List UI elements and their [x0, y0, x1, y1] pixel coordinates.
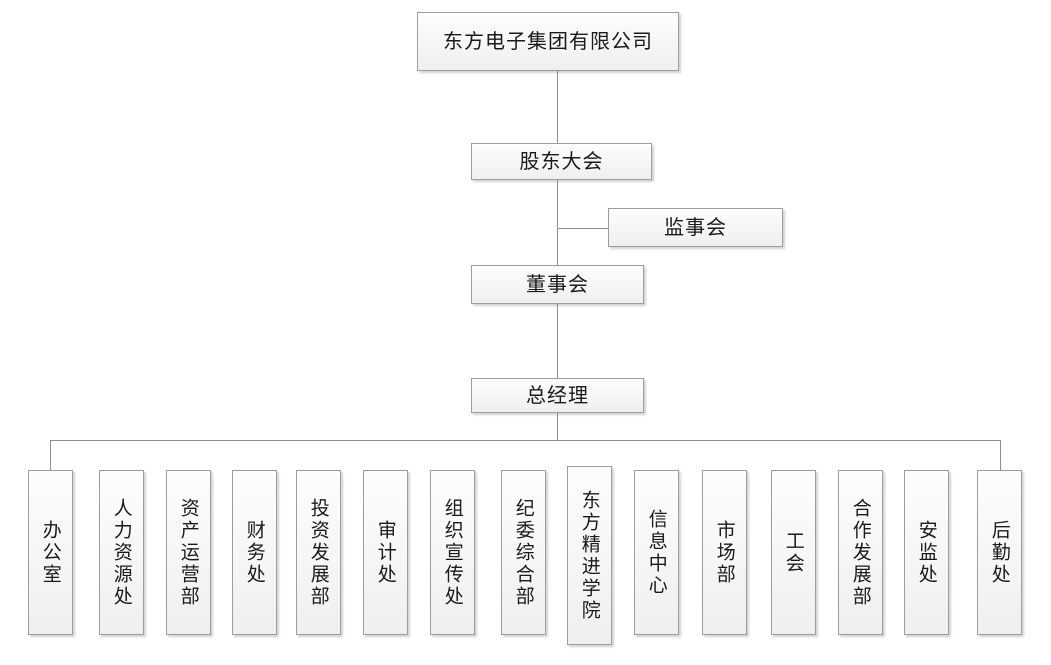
connector-stem-to-supervisors — [557, 228, 609, 229]
node-shareholders-meeting[interactable]: 股东大会 — [471, 143, 652, 180]
node-department-cooperation-development[interactable]: 合作发展部 — [838, 470, 883, 635]
connector-directors-to-manager — [557, 304, 558, 378]
node-department-finance[interactable]: 财务处 — [232, 470, 277, 635]
node-department-labor-union[interactable]: 工会 — [771, 470, 816, 635]
node-company[interactable]: 东方电子集团有限公司 — [417, 12, 679, 71]
connector-shareholders-to-directors — [557, 180, 558, 265]
connector-manager-to-bus — [557, 413, 558, 440]
node-department-safety-supervision[interactable]: 安监处 — [904, 470, 949, 635]
node-board-of-supervisors[interactable]: 监事会 — [608, 208, 783, 247]
node-department-information-center[interactable]: 信息中心 — [634, 470, 679, 635]
node-general-manager[interactable]: 总经理 — [471, 378, 644, 413]
connector-bus-to-last-department — [1000, 440, 1001, 470]
node-department-office[interactable]: 办公室 — [28, 470, 73, 635]
node-department-asset-operations[interactable]: 资产运营部 — [166, 470, 211, 635]
node-department-audit[interactable]: 审计处 — [363, 470, 408, 635]
connector-department-bus — [50, 440, 1001, 441]
connector-bus-to-first-department — [50, 440, 51, 470]
node-department-organization-publicity[interactable]: 组织宣传处 — [430, 470, 475, 635]
node-department-marketing[interactable]: 市场部 — [702, 470, 747, 635]
node-department-dongfang-academy[interactable]: 东方精进学院 — [567, 466, 612, 645]
node-department-investment-development[interactable]: 投资发展部 — [296, 470, 341, 635]
node-board-of-directors[interactable]: 董事会 — [471, 265, 644, 304]
node-department-human-resources[interactable]: 人力资源处 — [99, 470, 144, 635]
node-department-logistics[interactable]: 后勤处 — [977, 470, 1022, 635]
node-department-discipline-inspection[interactable]: 纪委综合部 — [501, 470, 546, 635]
connector-company-to-shareholders — [557, 71, 558, 143]
